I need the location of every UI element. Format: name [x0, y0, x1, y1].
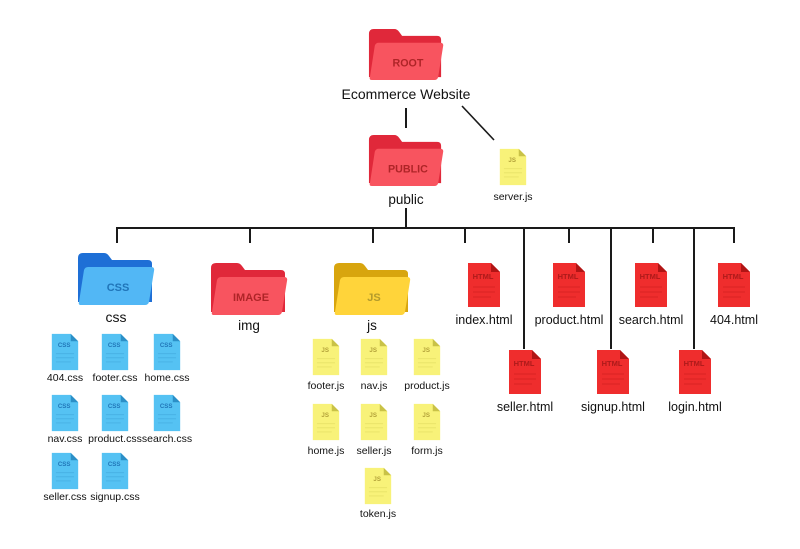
html-file-icon[interactable]: HTML — [678, 349, 712, 395]
html-file-label: signup.html — [581, 400, 645, 414]
svg-text:HTML: HTML — [473, 272, 494, 281]
css-file-label: nav.css — [47, 433, 83, 445]
html-file-label: product.html — [534, 313, 604, 327]
css-file-icon[interactable]: CSS — [51, 333, 79, 371]
css-file-label: product.css — [88, 433, 142, 445]
css-folder-label: css — [105, 309, 127, 325]
js-file-icon[interactable]: JS — [360, 338, 388, 376]
css-file-icon[interactable]: CSS — [51, 452, 79, 490]
js-file-label: home.js — [307, 445, 345, 457]
js-file-label: token.js — [359, 508, 397, 520]
svg-text:CSS: CSS — [160, 342, 173, 349]
svg-text:ROOT: ROOT — [392, 57, 423, 69]
svg-text:HTML: HTML — [558, 272, 579, 281]
svg-text:HTML: HTML — [723, 272, 744, 281]
html-file-icon[interactable]: HTML — [467, 262, 501, 308]
html-file-icon[interactable]: HTML — [508, 349, 542, 395]
svg-text:CSS: CSS — [58, 461, 71, 468]
svg-text:HTML: HTML — [514, 359, 535, 368]
css-file-icon[interactable]: CSS — [101, 452, 129, 490]
svg-text:JS: JS — [373, 476, 381, 483]
svg-text:JS: JS — [369, 347, 377, 354]
connector-public-bus — [405, 208, 407, 228]
html-file-label: search.html — [618, 313, 684, 327]
html-file-label: seller.html — [496, 400, 554, 414]
css-file-icon[interactable]: CSS — [153, 394, 181, 432]
js-file-icon[interactable]: JS — [413, 338, 441, 376]
img-folder-label: img — [238, 318, 260, 333]
svg-text:CSS: CSS — [58, 403, 71, 410]
svg-text:CSS: CSS — [58, 342, 71, 349]
css-file-label: seller.css — [43, 491, 87, 503]
svg-text:JS: JS — [422, 347, 430, 354]
css-file-icon[interactable]: CSS — [101, 333, 129, 371]
svg-text:HTML: HTML — [640, 272, 661, 281]
css-file-label: 404.css — [46, 372, 84, 384]
js-file-label: form.js — [411, 445, 443, 457]
css-file-label: search.css — [141, 433, 193, 445]
svg-text:JS: JS — [422, 412, 430, 419]
server-js-file-icon[interactable]: JS — [499, 148, 527, 186]
js-file-label: seller.js — [356, 445, 392, 457]
js-file-label: product.js — [404, 380, 450, 392]
css-file-label: home.css — [144, 372, 190, 384]
connector-login-html — [693, 227, 695, 349]
js-file-icon[interactable]: JS — [312, 403, 340, 441]
public-folder-icon[interactable]: PUBLIC — [367, 132, 445, 188]
svg-text:HTML: HTML — [684, 359, 705, 368]
server-js-label: server.js — [493, 191, 533, 203]
js-file-label: footer.js — [307, 380, 345, 392]
html-file-label: index.html — [455, 313, 513, 327]
connector-seller-html — [523, 227, 525, 349]
connector-js — [372, 227, 374, 243]
html-file-icon[interactable]: HTML — [717, 262, 751, 308]
svg-text:JS: JS — [367, 292, 380, 304]
svg-text:JS: JS — [321, 412, 329, 419]
js-file-label: nav.js — [360, 380, 388, 392]
svg-text:CSS: CSS — [160, 403, 173, 410]
root-folder-icon[interactable]: ROOT — [367, 26, 445, 82]
connector-404-html — [733, 227, 735, 243]
img-folder-icon[interactable]: IMAGE — [209, 260, 289, 317]
css-file-icon[interactable]: CSS — [153, 333, 181, 371]
svg-text:CSS: CSS — [108, 461, 121, 468]
connector-signup-html — [610, 227, 612, 349]
css-file-label: footer.css — [92, 372, 138, 384]
root-label: Ecommerce Website — [341, 86, 471, 102]
svg-text:IMAGE: IMAGE — [233, 292, 269, 304]
html-file-icon[interactable]: HTML — [596, 349, 630, 395]
js-file-icon[interactable]: JS — [360, 403, 388, 441]
public-label: public — [388, 192, 424, 207]
js-file-icon[interactable]: JS — [312, 338, 340, 376]
connector-bus — [116, 227, 735, 229]
connector-product-html — [568, 227, 570, 243]
svg-text:CSS: CSS — [108, 403, 121, 410]
connector-root-public — [405, 108, 407, 128]
connector-css — [116, 227, 118, 243]
svg-text:PUBLIC: PUBLIC — [388, 163, 428, 175]
js-folder-label: js — [367, 318, 377, 333]
css-file-label: signup.css — [90, 491, 140, 503]
connector-index-html — [464, 227, 466, 243]
js-file-icon[interactable]: JS — [413, 403, 441, 441]
html-file-label: 404.html — [710, 313, 758, 327]
svg-text:CSS: CSS — [108, 342, 121, 349]
connector-img — [249, 227, 251, 243]
css-file-icon[interactable]: CSS — [51, 394, 79, 432]
html-file-icon[interactable]: HTML — [634, 262, 668, 308]
css-file-icon[interactable]: CSS — [101, 394, 129, 432]
html-file-label: login.html — [668, 400, 722, 414]
svg-text:JS: JS — [369, 412, 377, 419]
svg-text:HTML: HTML — [602, 359, 623, 368]
css-folder-icon[interactable]: CSS — [76, 250, 156, 307]
svg-text:CSS: CSS — [107, 282, 130, 294]
js-folder-icon[interactable]: JS — [332, 260, 412, 317]
svg-text:JS: JS — [508, 157, 516, 164]
js-file-icon[interactable]: JS — [364, 467, 392, 505]
html-file-icon[interactable]: HTML — [552, 262, 586, 308]
svg-text:JS: JS — [321, 347, 329, 354]
connector-search-html — [652, 227, 654, 243]
